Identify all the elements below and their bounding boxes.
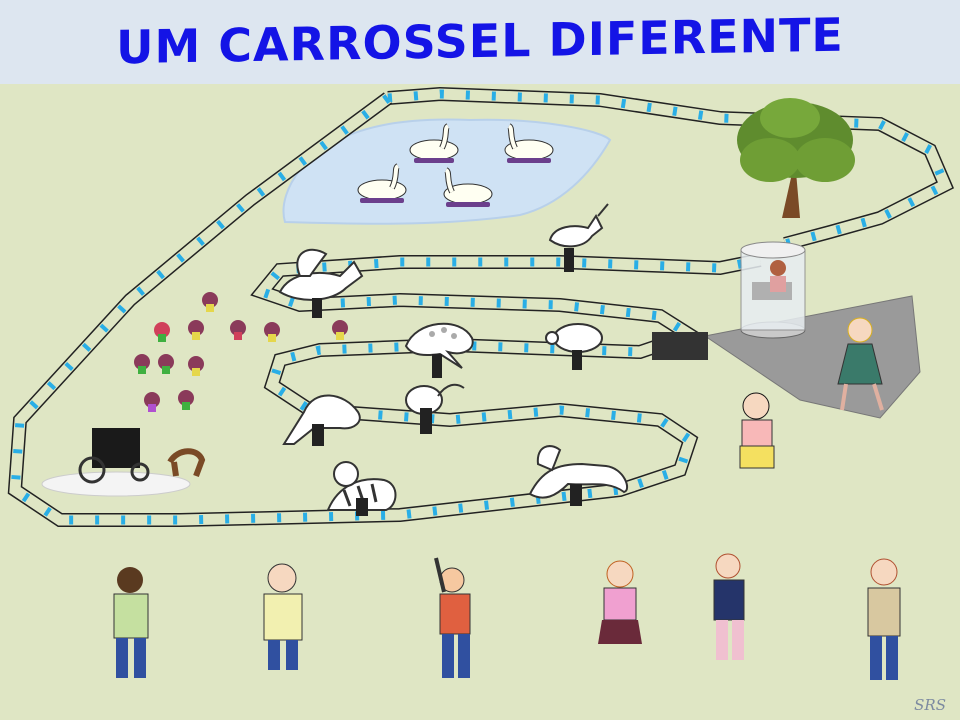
child-striped-shirt bbox=[434, 557, 471, 678]
child-yellow-sweater bbox=[263, 563, 303, 670]
operator-platform bbox=[703, 295, 921, 419]
swan-figure[interactable] bbox=[357, 163, 407, 203]
child-green-shirt bbox=[113, 567, 149, 678]
control-booth[interactable] bbox=[740, 241, 806, 339]
tree bbox=[737, 98, 855, 218]
child-pink-top bbox=[739, 392, 775, 469]
horse-carriage-figure[interactable] bbox=[41, 428, 206, 497]
swan-figure[interactable] bbox=[443, 167, 493, 207]
mushroom-seats[interactable] bbox=[134, 292, 348, 412]
title-banner bbox=[0, 0, 960, 84]
child-blue-dotted bbox=[713, 553, 745, 660]
child-green-dress bbox=[837, 317, 884, 411]
dolphin-figure[interactable] bbox=[404, 322, 474, 378]
child-pink-shirt bbox=[598, 560, 642, 644]
swan-figure[interactable] bbox=[409, 123, 459, 163]
artist-signature: SRS bbox=[914, 696, 946, 714]
tiger-figure[interactable] bbox=[326, 461, 397, 516]
unicorn-figure[interactable] bbox=[548, 203, 609, 272]
shark-figure[interactable] bbox=[282, 394, 361, 446]
turtle-figure[interactable] bbox=[545, 323, 603, 370]
swan-figure[interactable] bbox=[504, 123, 554, 163]
child-beige-jacket bbox=[867, 558, 901, 680]
pegasus-figure[interactable] bbox=[278, 248, 364, 318]
outer-track bbox=[7, 86, 955, 527]
ostrich-figure[interactable] bbox=[405, 383, 465, 434]
platform-steps bbox=[652, 332, 708, 360]
horse-figure[interactable] bbox=[528, 445, 629, 506]
